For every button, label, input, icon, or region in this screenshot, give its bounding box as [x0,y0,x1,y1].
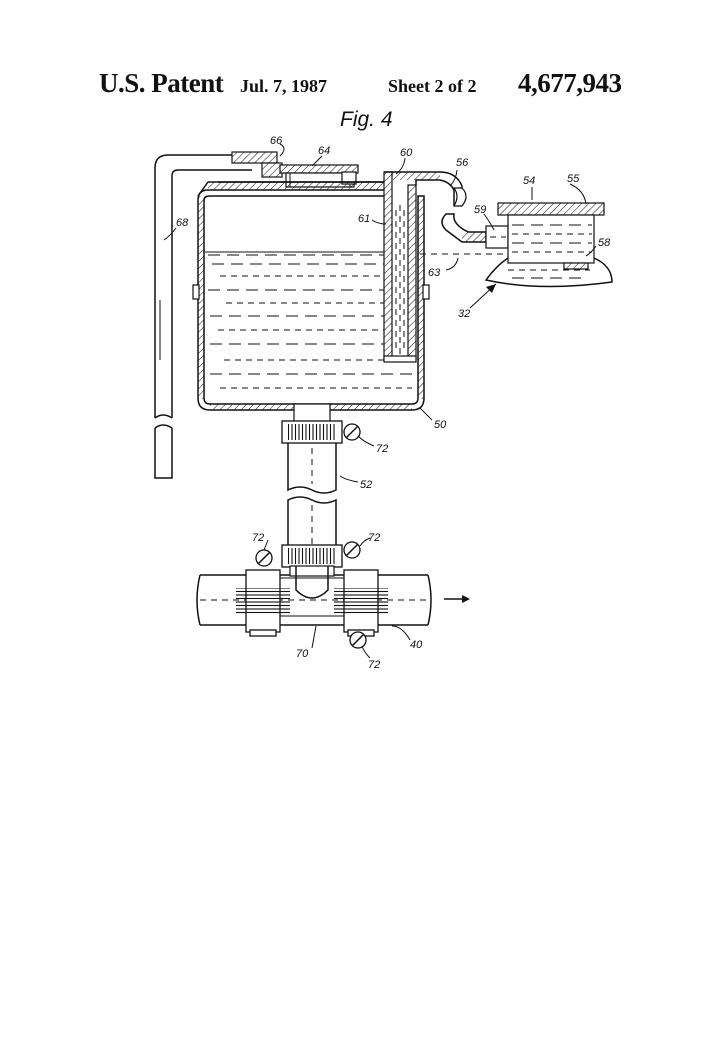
patent-number: 4,677,943 [518,68,622,98]
label-72-left: 72 [252,532,264,544]
label-55: 55 [567,173,580,185]
patent-date: Jul. 7, 1987 [240,76,328,96]
label-60: 60 [400,147,413,159]
patent-header-title: U.S. Patent [99,68,224,98]
label-32: 32 [458,308,470,320]
label-54: 54 [523,175,535,187]
label-72-upper: 72 [376,443,388,455]
figure-title: Fig. 4 [340,108,393,131]
label-59: 59 [474,204,486,216]
label-52: 52 [360,479,372,491]
tee-fitting-70-pipe-40 [196,549,470,649]
label-56: 56 [456,157,469,169]
label-40: 40 [410,639,423,651]
overflow-tube-56-59 [441,213,509,249]
label-68: 68 [176,217,189,229]
sheet-number: Sheet 2 of 2 [388,76,477,96]
upper-vessel-54-55 [484,202,613,288]
label-50: 50 [434,419,447,431]
label-64: 64 [318,145,330,157]
label-72-right: 72 [368,532,380,544]
label-63: 63 [428,267,441,279]
reservoir-50 [192,181,430,423]
label-70: 70 [296,648,309,660]
leader-lines [163,143,597,659]
label-66: 66 [270,135,283,147]
siphon-tube-60-61 [383,171,467,363]
hose-68 [154,154,252,479]
label-72-bottom: 72 [368,659,380,671]
top-fitting-64-66 [231,151,359,188]
hose-52 [281,420,361,568]
label-58: 58 [598,237,611,249]
label-61: 61 [358,213,370,225]
